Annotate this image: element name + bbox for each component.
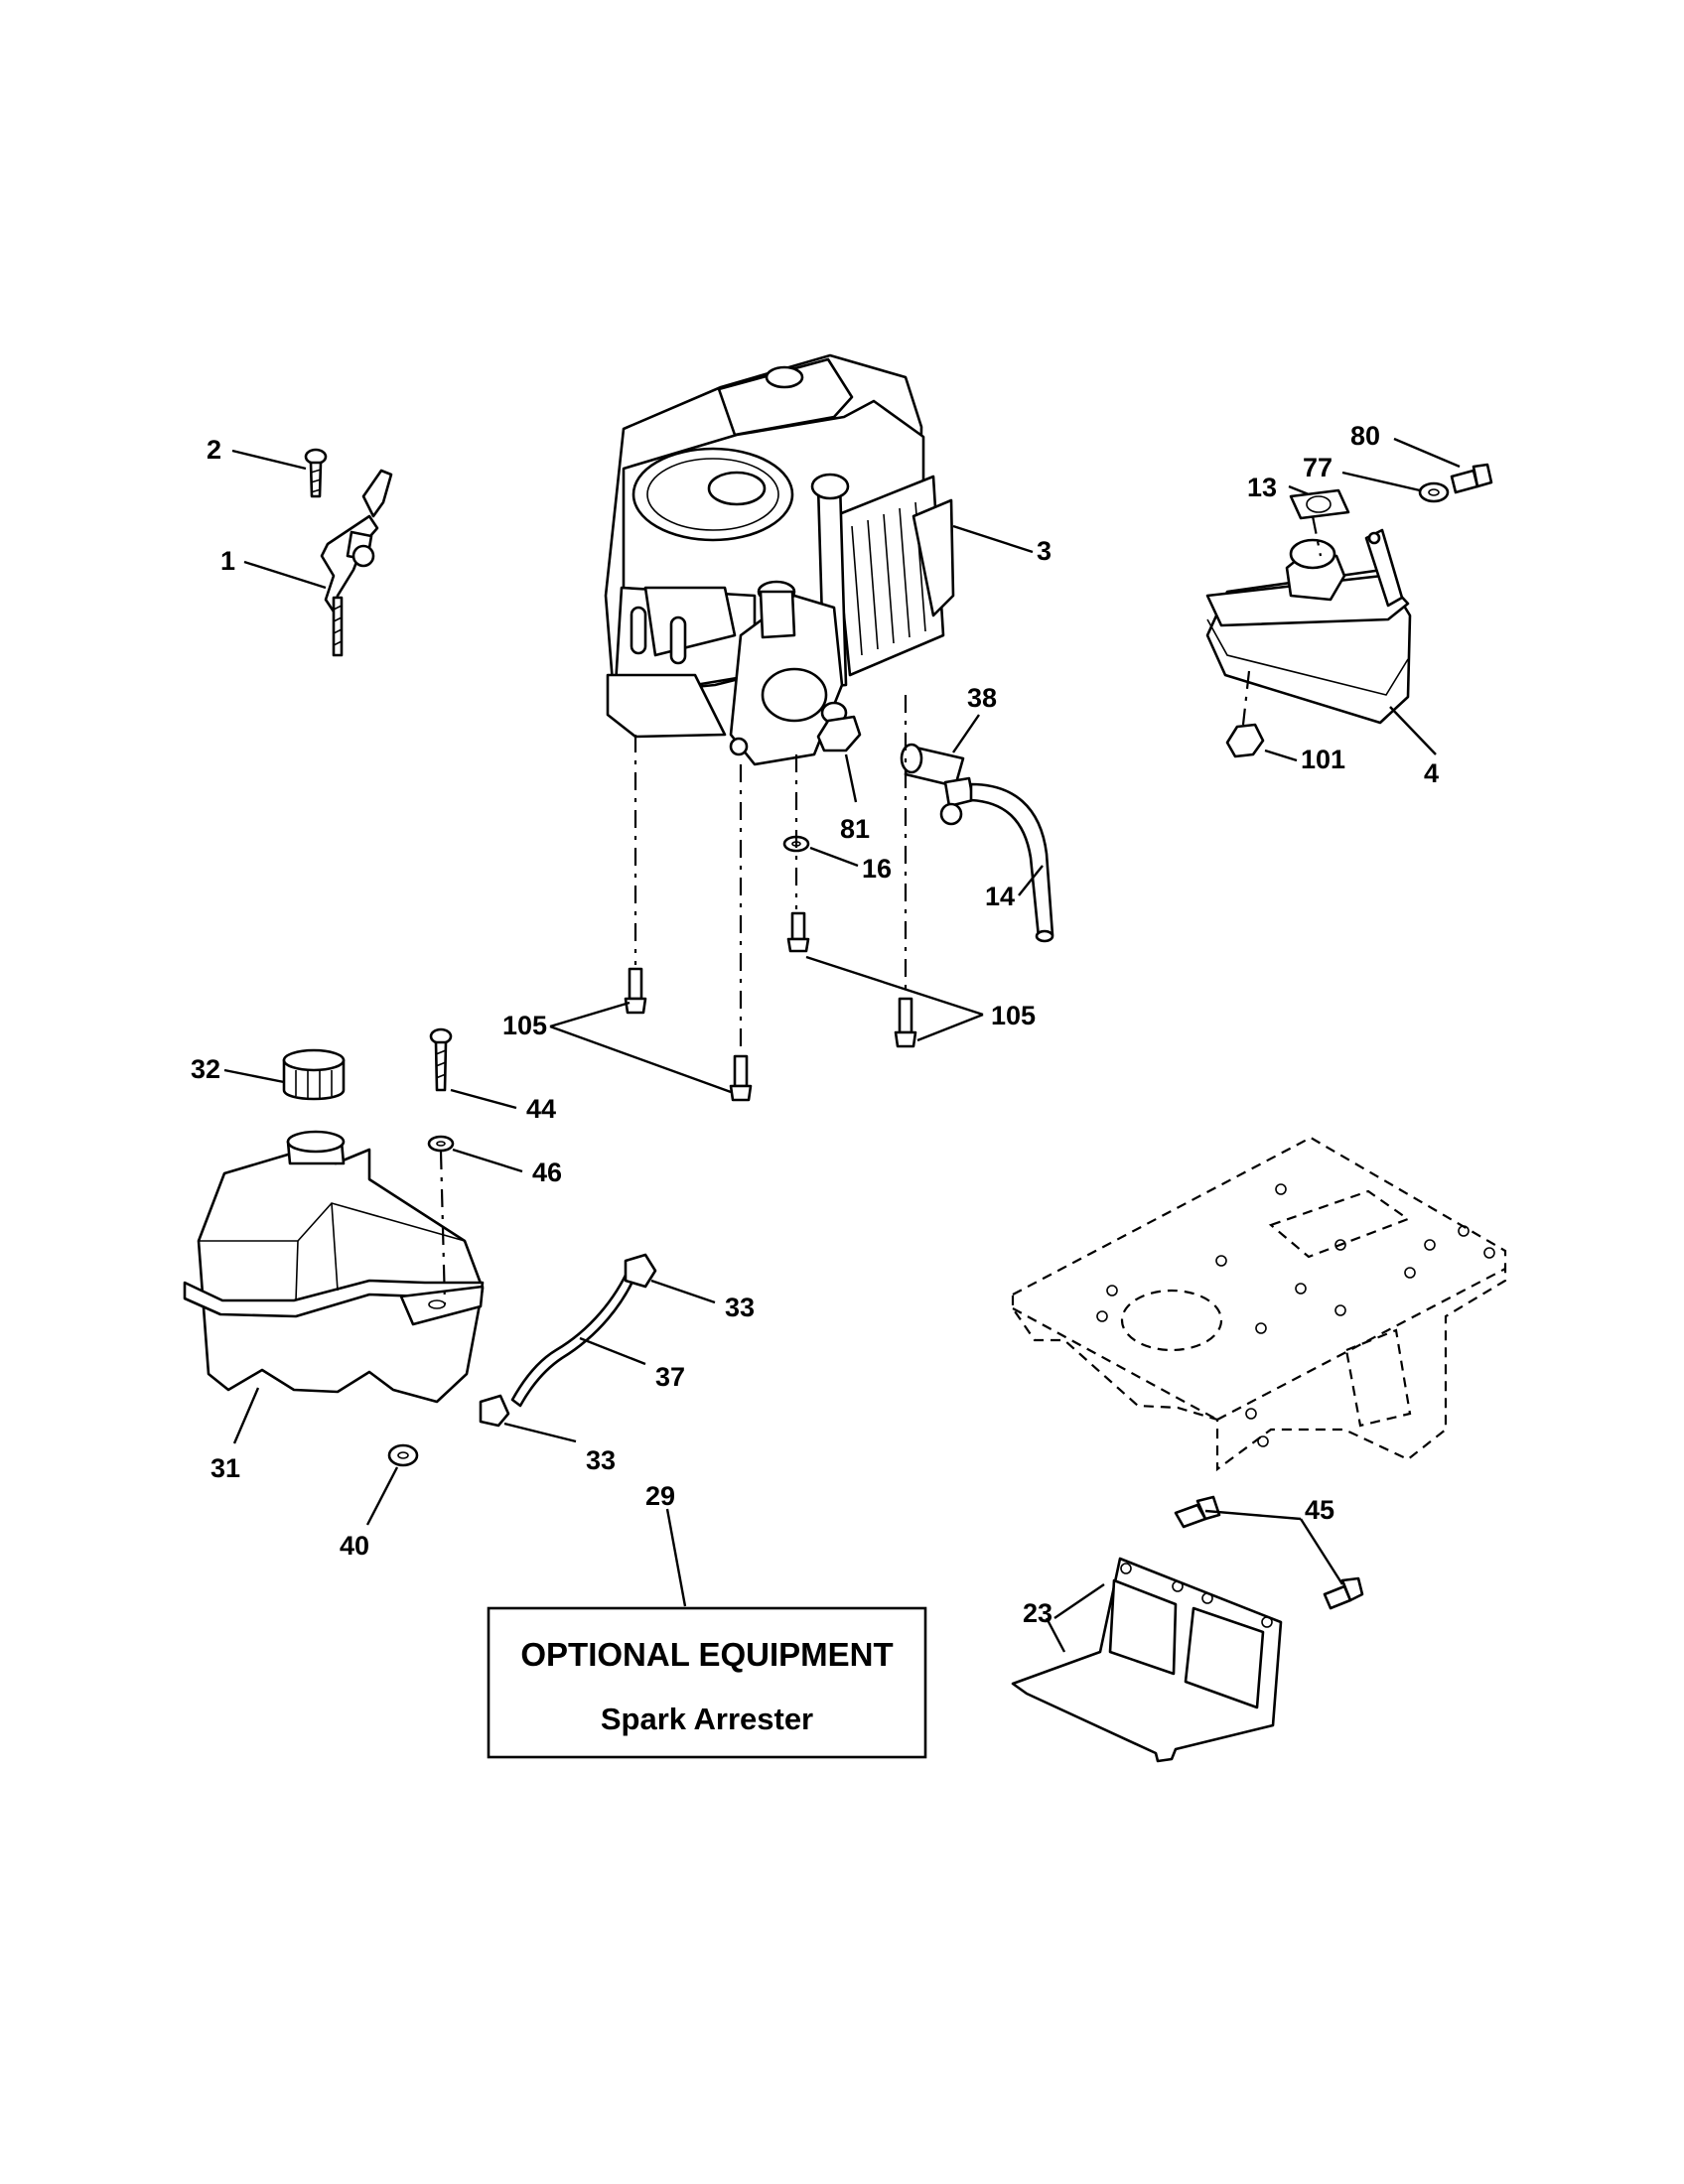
- label-29: 29: [645, 1481, 675, 1511]
- label-101: 101: [1301, 745, 1345, 774]
- leader-lines: [223, 437, 1461, 1653]
- fuel-line-assembly: [479, 1253, 657, 1428]
- spark-arrester-shield: [1011, 1495, 1364, 1763]
- part-number-labels: 2 1 3 80 77 13 101 4 38 81 16 14 105 105…: [191, 421, 1439, 1628]
- label-31: 31: [210, 1453, 240, 1483]
- label-45: 45: [1305, 1495, 1334, 1525]
- fuel-line-fittings: [782, 715, 1054, 943]
- label-33-bottom: 33: [586, 1445, 616, 1475]
- throttle-control-assembly: [304, 448, 393, 657]
- label-32: 32: [191, 1054, 220, 1084]
- label-46: 46: [532, 1158, 562, 1187]
- label-80: 80: [1350, 421, 1380, 451]
- label-81: 81: [840, 814, 870, 844]
- engine-assembly: [604, 353, 955, 766]
- label-14: 14: [985, 882, 1015, 911]
- callout-title: OPTIONAL EQUIPMENT: [520, 1636, 893, 1673]
- label-4: 4: [1424, 758, 1439, 788]
- label-77: 77: [1303, 453, 1333, 482]
- label-2: 2: [207, 435, 221, 465]
- label-13: 13: [1247, 473, 1277, 502]
- optional-equipment-callout: OPTIONAL EQUIPMENT Spark Arrester: [487, 1606, 927, 1759]
- muffler-assembly: [1205, 463, 1493, 758]
- fuel-tank-assembly: [183, 1027, 485, 1467]
- label-1: 1: [220, 546, 235, 576]
- label-38: 38: [967, 683, 997, 713]
- label-16: 16: [862, 854, 892, 884]
- label-37: 37: [655, 1362, 685, 1392]
- engine-mounting-bolts: [624, 695, 917, 1102]
- label-105-left: 105: [502, 1011, 547, 1040]
- label-23: 23: [1023, 1598, 1052, 1628]
- label-44: 44: [526, 1094, 556, 1124]
- label-3: 3: [1037, 536, 1052, 566]
- label-33-top: 33: [725, 1293, 755, 1322]
- callout-subtitle: Spark Arrester: [601, 1702, 813, 1736]
- label-105-right: 105: [991, 1001, 1036, 1030]
- engine-mount-frame: [1011, 1136, 1507, 1472]
- label-40: 40: [340, 1531, 369, 1561]
